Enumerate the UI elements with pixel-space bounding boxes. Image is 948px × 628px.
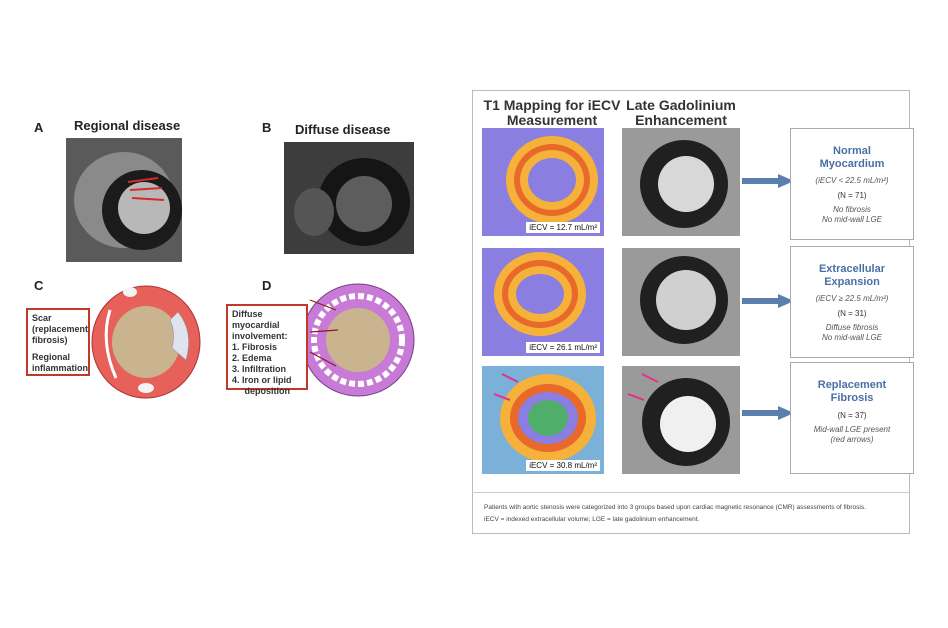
box3-note2: (red arrows) [830,435,874,444]
lge-header-line2: Enhancement [635,112,727,128]
panel-b-letter: B [262,120,272,135]
row3-arrow-icon [742,406,794,420]
callout-c-line3: fibrosis) [32,335,68,345]
box3-title1: Replacement [817,379,887,391]
box1-title2: Myocardium [819,158,885,170]
diffuse-disease-mri [284,142,414,254]
box3-title2: Fibrosis [830,392,874,404]
footnote-1: Patients with aortic stenosis were categ… [484,504,866,511]
box2-sub: (iECV ≥ 22.5 mL/m²) [815,294,889,303]
t1-header-line1: T1 Mapping for iECV [483,97,621,113]
callout-d-item: 1. Fibrosis [232,342,278,352]
lge-image-replacement [622,366,740,474]
panel-b-title: Diffuse disease [295,122,391,137]
scar-callout: Scar (replacement fibrosis) Regional inf… [26,308,90,376]
ecv-label-expansion: iECV = 26.1 mL/m² [526,342,600,353]
box1-n: (N = 71) [837,191,867,200]
t1-map-image-replacement: iECV = 30.8 mL/m² [482,366,604,474]
callout-d-line2: involvement: [232,331,288,341]
box2-note1: Diffuse fibrosis [825,323,879,332]
lge-header-line1: Late Gadolinium [626,97,736,113]
footnote-2: iECV = indexed extracellular volume; LGE… [484,516,700,523]
t1-mapping-header: T1 Mapping for iECV Measurement [482,98,622,128]
lge-image-normal [622,128,740,236]
regional-disease-diagram [91,285,201,399]
regional-disease-mri [66,138,182,262]
box2-note2: No mid-wall LGE [821,333,882,342]
t1-map-image-normal: iECV = 12.7 mL/m² [482,128,604,236]
footnote-divider [472,492,910,493]
box1-note2: No mid-wall LGE [821,215,882,224]
box1-note1: No fibrosis [833,205,871,214]
callout-d-item: 4. Iron or lipid [232,375,292,385]
t1-header-line2: Measurement [506,112,598,128]
box3-n: (N = 37) [837,411,867,420]
diffuse-disease-diagram [301,283,415,397]
box2-title1: Extracellular [818,263,886,275]
panel-c-letter: C [34,278,44,293]
box1-sub: (iECV < 22.5 mL/m²) [815,176,889,185]
callout-c-line2: (replacement [32,324,89,334]
callout-c-line5: inflammation [32,363,89,373]
box2-title2: Expansion [824,276,880,288]
ecv-label-replacement: iECV = 30.8 mL/m² [526,460,600,471]
panel-d-letter: D [262,278,272,293]
box2-n: (N = 31) [837,309,867,318]
row1-arrow-icon [742,174,794,188]
callout-d-item: 2. Edema [232,353,272,363]
callout-d-line1: Diffuse myocardial [232,309,280,330]
t1-map-image-expansion: iECV = 26.1 mL/m² [482,248,604,356]
diffuse-callout: Diffuse myocardial involvement: 1. Fibro… [226,304,308,396]
panel-a-letter: A [34,120,44,135]
lge-header: Late Gadolinium Enhancement [620,98,742,128]
callout-d-item: 3. Infiltration [232,364,286,374]
lge-image-expansion [622,248,740,356]
box3-note1: Mid-wall LGE present [813,425,891,434]
callout-c-line1: Scar [32,313,52,323]
ecv-label-normal: iECV = 12.7 mL/m² [526,222,600,233]
callout-d-item: deposition [232,386,291,396]
row2-arrow-icon [742,294,794,308]
panel-a-title: Regional disease [74,118,181,133]
callout-c-line4: Regional [32,352,71,362]
box1-title1: Normal [833,145,871,157]
